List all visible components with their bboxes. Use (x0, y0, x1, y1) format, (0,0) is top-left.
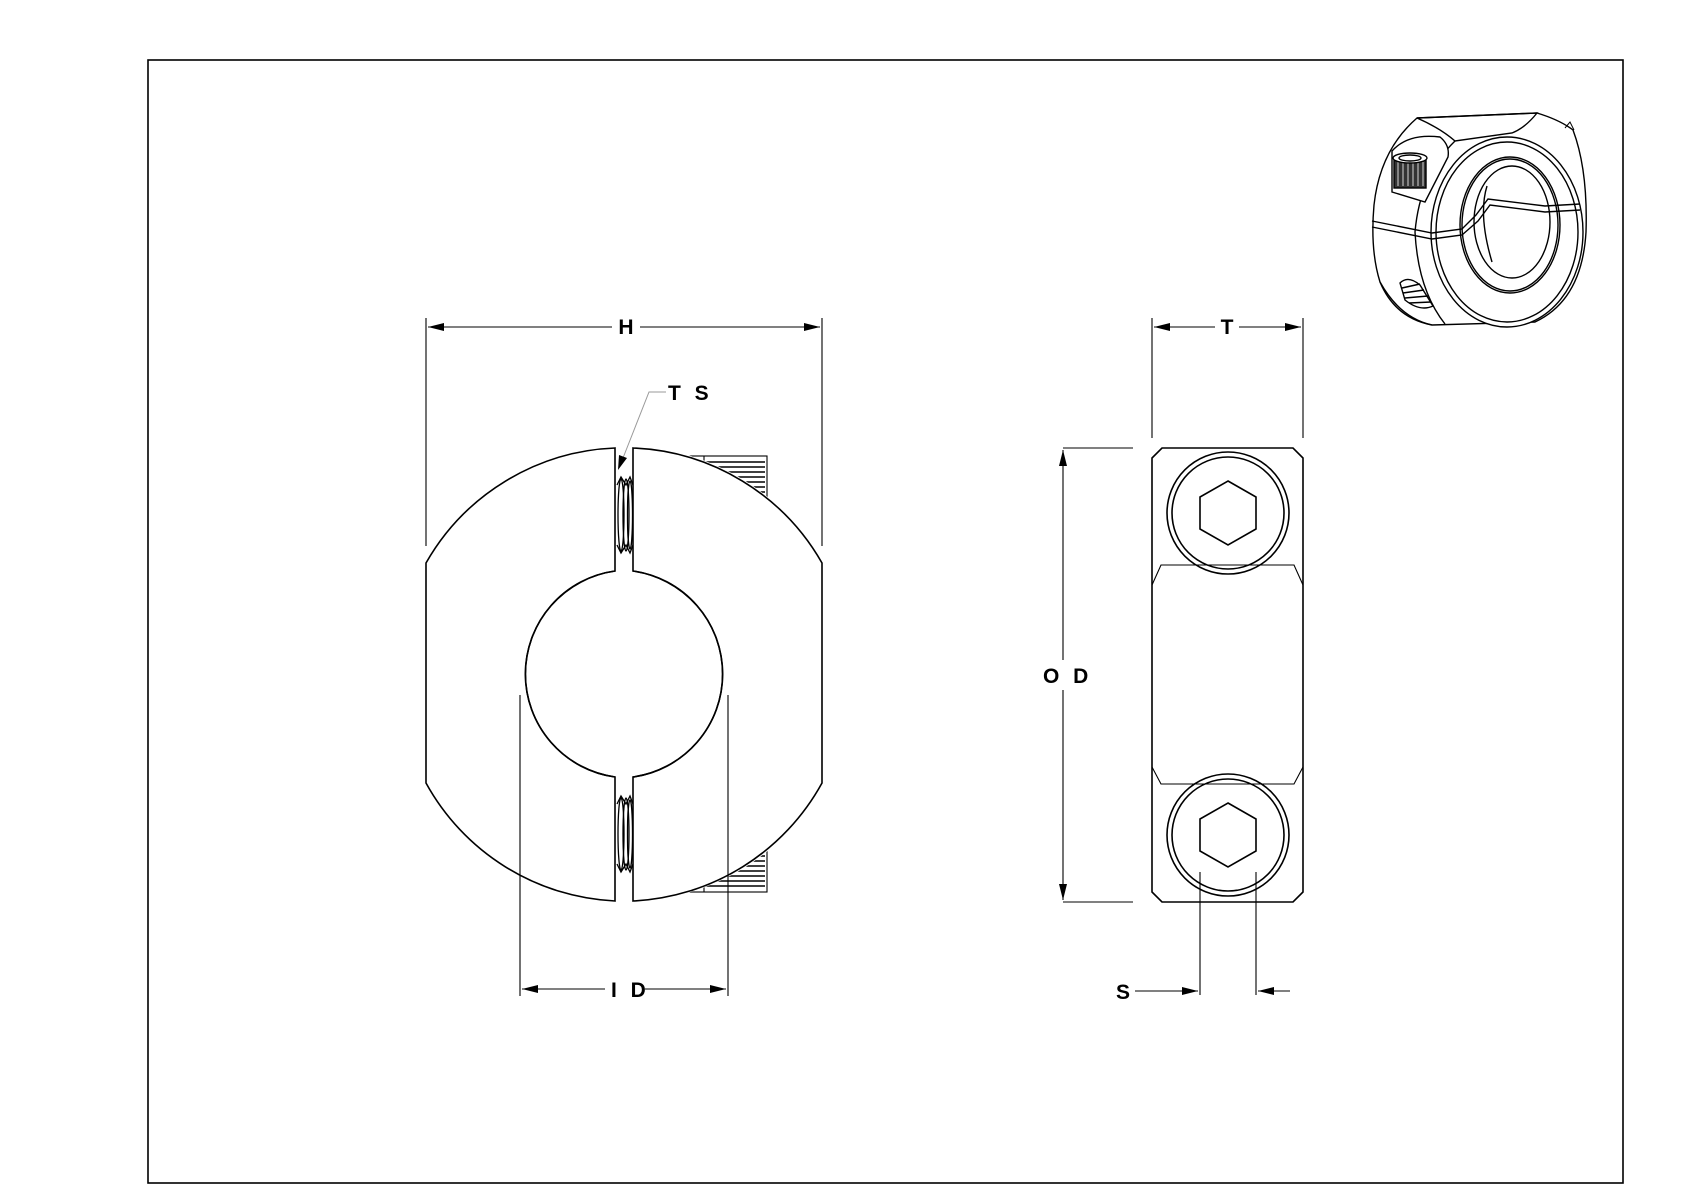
knurled-screw-icon (1393, 159, 1427, 189)
front-view: H T S I D (425, 316, 823, 1002)
drawing-frame (147, 59, 1624, 1184)
dim-label-T: T (1221, 316, 1234, 339)
dim-label-ID: I D (611, 979, 650, 1002)
dimension-ID: I D (519, 695, 729, 1002)
isometric-view (1371, 112, 1587, 328)
bore-circle (524, 570, 616, 778)
dim-label-S: S (1116, 981, 1130, 1004)
clamp-screw-thread-bottom (616, 794, 634, 874)
dim-label-OD: O D (1043, 665, 1092, 688)
dimension-S: S (1116, 872, 1290, 1004)
dimension-OD: O D (1043, 447, 1133, 903)
dimension-T: T (1151, 316, 1304, 438)
hex-socket-icon (1199, 802, 1257, 868)
hex-socket-icon (1199, 480, 1257, 546)
dim-label-TS: T S (668, 382, 713, 405)
dimension-TS: T S (618, 382, 713, 470)
dimension-H: H (425, 316, 823, 546)
screw-head-bottom (1166, 773, 1290, 897)
side-view: T O D S (1043, 316, 1304, 1004)
dim-label-H: H (618, 316, 633, 339)
screw-head-top (1166, 451, 1290, 575)
side-body-outline (1151, 447, 1304, 903)
knurled-screw-head-top (689, 455, 768, 517)
clamp-screw-thread-top (616, 475, 634, 555)
